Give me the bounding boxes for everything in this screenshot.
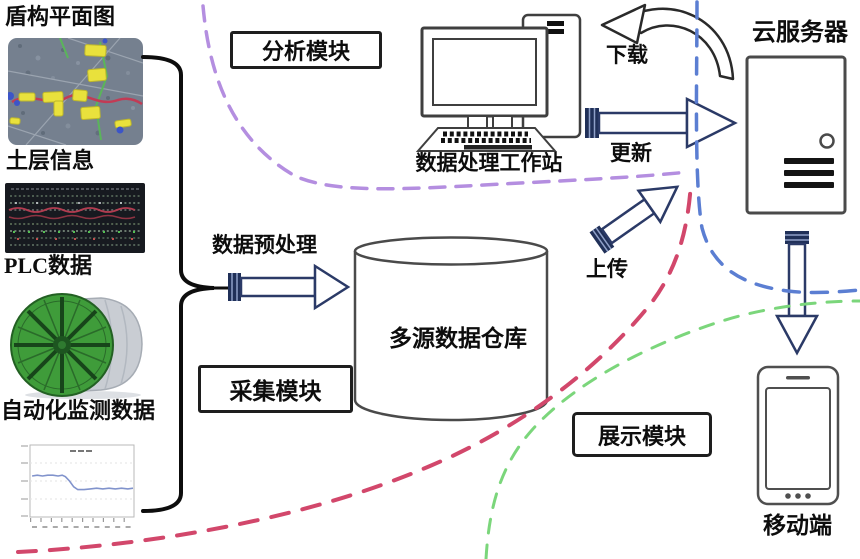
map-blue-markers (8, 38, 124, 134)
phone-buttons (785, 493, 811, 499)
phone-screen (765, 387, 831, 490)
analysis-module-box: 分析模块 (230, 31, 382, 69)
server-to-mobile-arrow (774, 231, 820, 356)
mobile-phone-illustration (756, 365, 840, 506)
collection-module-label: 采集模块 (229, 379, 322, 404)
download-label: 下载 (606, 43, 648, 67)
soil-info-label: 土层信息 (6, 148, 95, 173)
preprocess-arrow (228, 263, 351, 311)
workstation-illustration (415, 13, 582, 152)
cloud-server-label: 云服务器 (752, 20, 848, 46)
shield-plan-label: 盾构平面图 (5, 4, 116, 29)
mobile-label: 移动端 (763, 513, 832, 538)
plc-data-image (10, 293, 143, 399)
monitoring-sparkline (31, 474, 134, 491)
screen-red-curve-2 (8, 214, 136, 220)
workstation-label: 数据处理工作站 (415, 151, 563, 175)
map-highlight-blocks (9, 44, 132, 129)
screen-bright-dots (13, 202, 137, 240)
update-arrow (585, 96, 738, 150)
sources-brace (141, 55, 232, 513)
update-label: 更新 (610, 141, 652, 165)
upload-arrow (589, 185, 680, 254)
chart-y-ticks (21, 445, 28, 517)
plc-data-label: PLC数据 (4, 253, 93, 278)
cloud-server-illustration (745, 55, 847, 215)
analysis-boundary-dash (201, 4, 690, 191)
collection-boundary-dash (16, 180, 693, 554)
upload-label: 上传 (586, 257, 628, 281)
map-red-route (11, 93, 143, 106)
display-module-label: 展示模块 (597, 423, 686, 449)
phone-speaker (786, 376, 810, 380)
soil-info-image (5, 183, 145, 253)
display-boundary-dash (484, 299, 860, 559)
collection-module-box: 采集模块 (198, 365, 353, 413)
screen-red-curve-1 (8, 207, 136, 213)
analysis-module-label: 分析模块 (261, 39, 350, 64)
download-arrow (600, 3, 735, 81)
auto-monitoring-label: 自动化监测数据 (1, 398, 156, 423)
monitoring-chart-image (21, 444, 135, 528)
monitor-screen (432, 38, 537, 106)
cloud-boundary-dash (694, 0, 860, 295)
warehouse-cylinder (353, 236, 549, 422)
preprocess-label: 数据预处理 (212, 233, 317, 257)
map-green-route (59, 38, 109, 141)
chart-gridlines (30, 462, 134, 500)
warehouse-label: 多源数据仓库 (389, 326, 527, 351)
display-module-box: 展示模块 (572, 412, 712, 457)
server-vents (784, 158, 834, 188)
server-power-light (819, 133, 835, 149)
shield-plan-image (8, 38, 143, 145)
